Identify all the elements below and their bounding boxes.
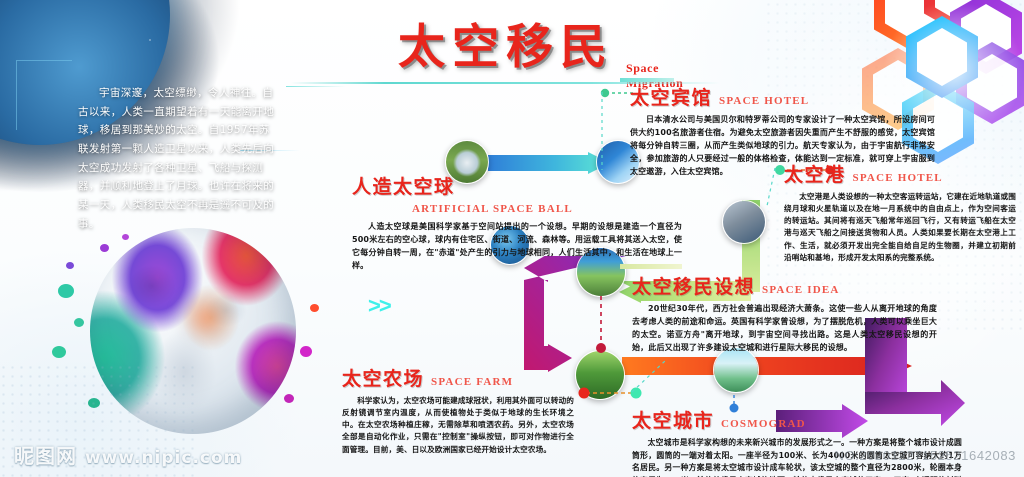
section-title-cn: 太空港 [784, 164, 846, 186]
section-body: 20世纪30年代，西方社会普遍出现经济大萧条。这使一些人从离开地球的角度去考虑人… [632, 304, 937, 352]
section-body: 人造太空球是美国科学家基于空间站提出的一个设想。早期的设想是建造一个直径为500… [352, 222, 682, 270]
flow-chevrons: >> [368, 293, 392, 318]
section-title-en: SPACE FARM [431, 376, 514, 388]
section-title-en: COSMOGRAD [721, 418, 806, 430]
section-title-en: SPACE HOTEL [852, 172, 943, 184]
connector-city [729, 395, 739, 413]
background-dot-pattern-left [0, 363, 200, 477]
section-title-en: ARTIFICIAL SPACE BALL [412, 203, 573, 215]
accent-bar-hotel [620, 78, 674, 82]
hexagon-glow [878, 0, 1024, 146]
arrow-farm-to-city [622, 355, 912, 377]
space-hotel-photo [596, 140, 640, 184]
paint-splatter [284, 394, 294, 403]
connector-farm-diagonal [631, 360, 667, 393]
watermark-site-url: www.nipic.com [84, 448, 243, 468]
title-underline-accent [286, 86, 346, 87]
section-space-farm: 太空农场 SPACE FARM 科学家认为，太空农场可能建成球冠状，利用其外面可以… [342, 364, 574, 456]
connector-hotel-vertical [601, 92, 603, 170]
watermark-left: 昵图网 www.nipic.com [14, 440, 242, 469]
watermark-site-cn: 昵图网 [14, 444, 77, 468]
poster-title: 太空移民 Space Migration [398, 20, 683, 90]
section-space-port: 太空港 SPACE HOTEL 太空港是人类设想的一种太空客运转运站，它建在近地轨… [784, 160, 1016, 264]
paint-splatter [88, 398, 100, 408]
accent-bar-idea [620, 264, 682, 269]
section-title-en: SPACE HOTEL [719, 95, 810, 107]
paint-splatter [300, 346, 312, 357]
section-title-cn: 太空城市 [632, 410, 715, 432]
section-heading-row: 太空城市 COSMOGRAD [632, 406, 962, 433]
paint-splatter [122, 234, 129, 240]
paint-splatter [310, 304, 319, 312]
decorative-line-a [16, 60, 72, 130]
arrow-city-terminal [776, 404, 868, 438]
section-space-migration-idea: 太空移民设想 SPACE IDEA 20世纪30年代，西方社会普遍出现经济大萧条。… [632, 272, 937, 355]
section-heading-row: 太空农场 SPACE FARM [342, 364, 574, 391]
section-space-hotel: 太空宾馆 SPACE HOTEL 日本清水公司与美国贝尔和特罗蒂公司的专家设计了一… [630, 83, 935, 179]
watercolor-globe [52, 226, 342, 444]
connector-idea [596, 296, 606, 353]
section-title-cn: 太空移民设想 [632, 276, 756, 298]
title-chinese: 太空移民 [398, 20, 614, 75]
space-idea-photo [576, 247, 626, 297]
section-body: 太空港是人类设想的一种太空客运转运站，它建在近地轨道或围绕月球和火星轨道以及在地… [784, 192, 1017, 262]
paint-splatter [52, 346, 66, 358]
paint-splatter [74, 318, 84, 327]
space-port-photo [722, 200, 766, 244]
section-space-city: 太空城市 COSMOGRAD 太空城市是科学家构想的未来新兴城市的发展形式之一。一… [632, 406, 962, 477]
hexagon-decoration-cluster [858, 0, 1024, 166]
section-title-en: SPACE IDEA [762, 284, 840, 296]
section-artificial-space-ball: 人造太空球 ARTIFICIAL SPACE BALL 人造太空球是美国科学家基… [352, 172, 682, 273]
section-heading-row: 太空宾馆 SPACE HOTEL [630, 83, 935, 110]
space-ball-photo [445, 140, 489, 184]
section-heading-row: 太空移民设想 SPACE IDEA [632, 272, 937, 299]
section-heading-row: 人造太空球 ARTIFICIAL SPACE BALL [352, 172, 682, 217]
section-title-cn: 太空宾馆 [630, 87, 713, 109]
paint-splatter [100, 244, 109, 252]
title-underline [290, 82, 720, 84]
globe-blur-spot [176, 289, 233, 346]
space-city-photo [713, 347, 759, 393]
section-title-cn: 太空农场 [342, 368, 425, 390]
arrow-port-to-idea [619, 281, 751, 303]
arrow-ball-to-hotel [488, 152, 610, 174]
section-body: 太空城市是科学家构想的未来新兴城市的发展形式之一。一种方案是将整个城市设计成圆筒… [632, 438, 962, 477]
globe-sphere [90, 228, 296, 434]
section-body: 科学家认为，太空农场可能建成球冠状，利用其外面可以转动的反射镜调节室内温度，从而… [342, 396, 575, 454]
arrow-city-endpoint [845, 318, 965, 476]
earth-photo [490, 225, 530, 265]
space-background-panel [0, 0, 300, 255]
section-title-cn: 人造太空球 [352, 176, 455, 198]
section-heading-row: 太空港 SPACE HOTEL [784, 160, 1016, 187]
watermark-id: NO:20201227152521642083 [834, 448, 1016, 463]
paint-splatter [58, 284, 74, 298]
connector-hotel [600, 88, 634, 98]
paint-splatter [66, 262, 74, 269]
section-body: 日本清水公司与美国贝尔和特罗蒂公司的专家设计了一种太空宾馆，所设房间可供大约10… [630, 115, 935, 176]
connector-port [775, 165, 835, 175]
arrow-idea-to-farm [518, 256, 626, 372]
intro-paragraph: 宇宙深邃，太空缥缈，令人神往。自古以来，人类一直期望着有一天能离开地球，移居到那… [78, 87, 275, 230]
